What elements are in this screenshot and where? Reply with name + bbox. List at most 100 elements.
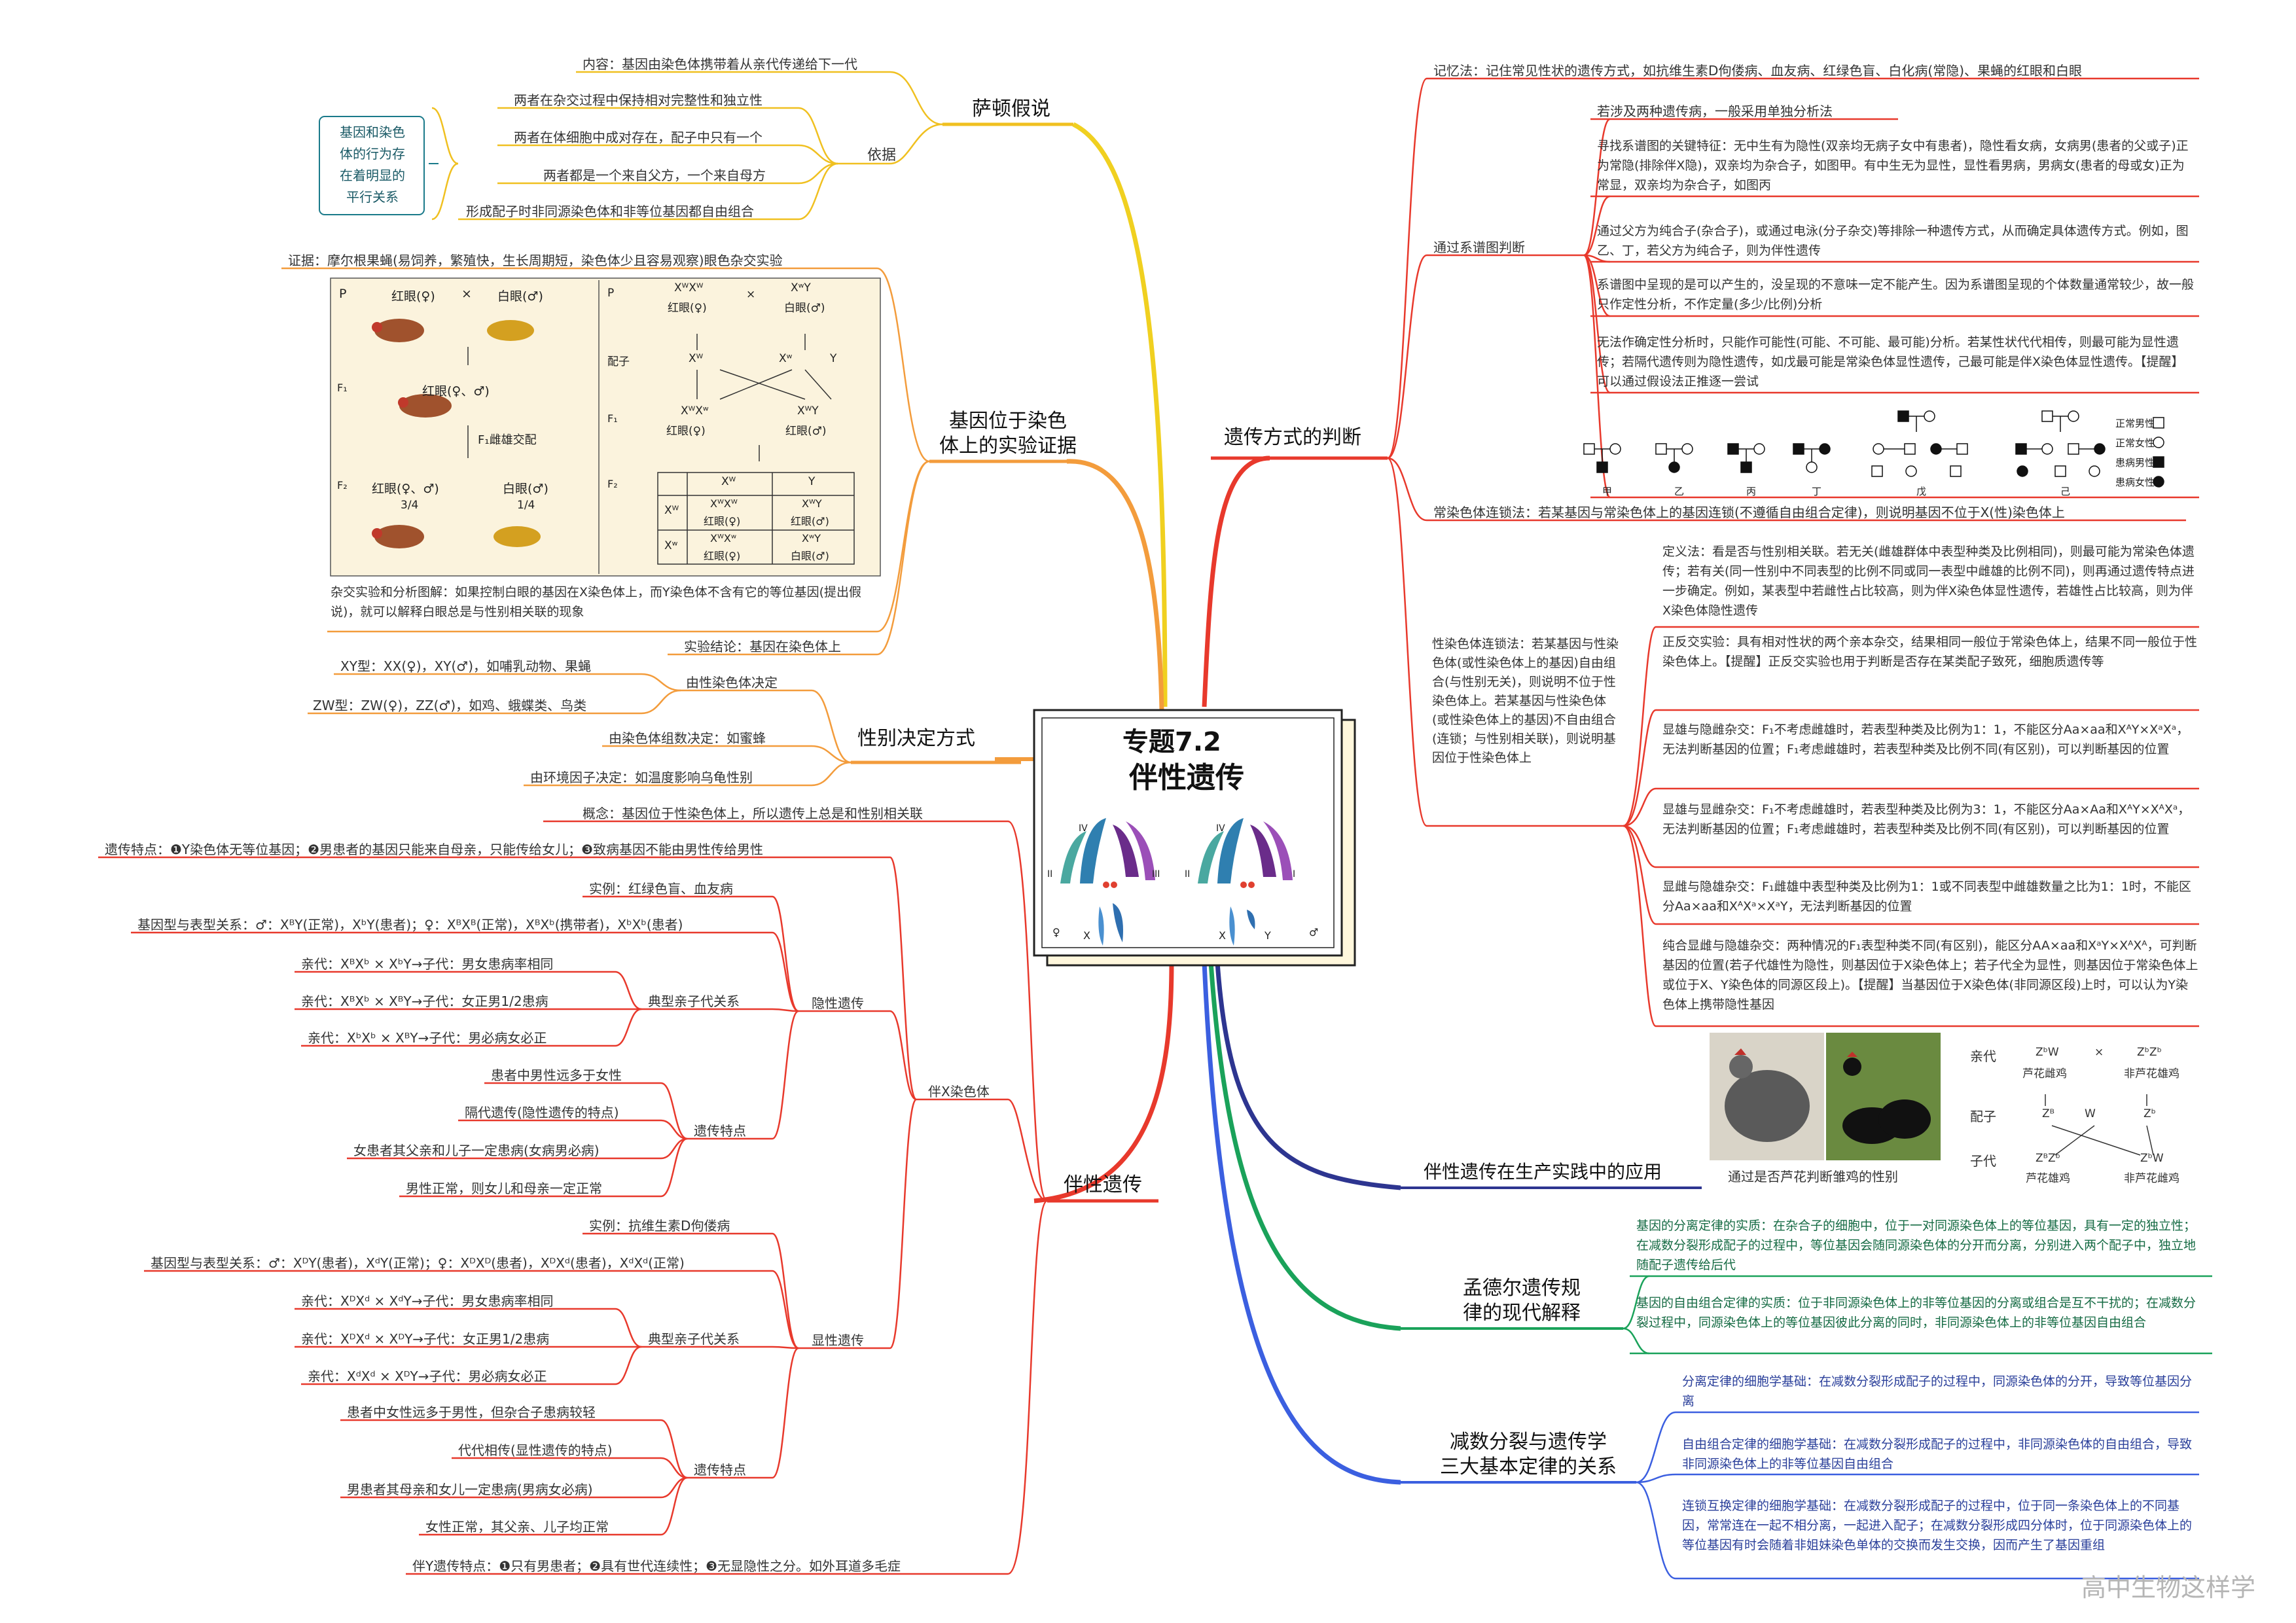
chicken-c2: ZᵇW: [2140, 1152, 2164, 1165]
chromosome-illustration: [1060, 818, 1293, 946]
sexdet-num: 由染色体组数决定：如蜜蜂: [609, 730, 766, 746]
evidence-conclusion: 实验结论：基因在染色体上: [684, 639, 841, 654]
center-title-2: 伴性遗传: [1129, 761, 1244, 794]
chromo-label-iv-2: IV: [1216, 823, 1225, 834]
fig-ratio-34: 3/4: [401, 499, 419, 512]
chromo-label-x1: X: [1083, 929, 1090, 942]
chicken-pm-label: 非芦花雄鸡: [2124, 1067, 2179, 1080]
cell-22: XʷY: [802, 532, 821, 544]
dominant-feature-4: 女性正常，其父亲、儿子均正常: [425, 1519, 609, 1535]
pedigree-rule-1: 若涉及两种遗传病，一般采用单独分析法: [1597, 103, 1833, 119]
cell-12-label: 红眼(♂): [791, 515, 829, 527]
dominant-example: 实例：抗维生素D佝偻病: [589, 1218, 730, 1234]
fig-white-male: 白眼(♂): [497, 289, 543, 304]
judge-pedigree: 通过系谱图判断: [1433, 240, 1525, 255]
cell-12: XᵂY: [802, 497, 822, 510]
dominant-feature-1: 患者中女性远多于男性，但杂合子患病较轻: [347, 1404, 596, 1420]
chicken-gamete: 配子: [1970, 1109, 1996, 1124]
recessive-cross-2: 亲代：XᴮXᵇ × XᴮY→子代：女正男1/2患病: [301, 993, 548, 1009]
evidence-analysis: 杂交实验和分析图解：如果控制白眼的基因在X染色体上，而Y染色体不含有它的等位基因…: [331, 585, 862, 619]
chicken-photos: [1710, 1033, 1941, 1160]
chromo-label-iii: III: [1152, 869, 1160, 880]
chicken-pm: ZᵇZᵇ: [2137, 1046, 2162, 1059]
sutton-basis-3: 两者都是一个来自父方，一个来自母方: [543, 168, 766, 183]
cell-21-label: 红眼(♀): [704, 550, 741, 562]
meiosis-independent: 自由组合定律的细胞学基础：在减数分裂形成配子的过程中，非同源染色体的自由组合，导…: [1682, 1437, 2193, 1471]
fig2-cross: ×: [746, 288, 756, 301]
pedigree-rule-5: 无法作确定性分析时，只能作可能性(可能、不可能、最可能)分析。若某性状代代相传，…: [1597, 335, 2184, 389]
sutton-basis-1: 两者在杂交过程中保持相对完整性和独立性: [514, 92, 762, 108]
sex-rule-2: 正反交实验：具有相对性状的两个亲本杂交，结果相同一般位于常染色体上，结果不同一般…: [1662, 635, 2198, 669]
fig2-g2: Xʷ: [779, 352, 793, 365]
pedigree-label-ji: 己: [2060, 486, 2071, 497]
pedigree-label-yi: 乙: [1674, 486, 1685, 497]
chicken-cross: ×: [2094, 1046, 2104, 1059]
x-linked-title: 伴X染色体: [928, 1084, 990, 1099]
female-symbol: ♀: [1052, 926, 1060, 938]
sex-rule-5: 显雌与隐雄杂交：F₁雌雄中表型种类及比例为1：1或不同表型中雌雄数量之比为1：1…: [1662, 880, 2191, 914]
pedigree-jia: [1583, 443, 1621, 473]
dominant-title: 显性遗传: [812, 1332, 864, 1348]
fig-cross: ×: [461, 287, 472, 301]
center-card: [1033, 709, 1356, 967]
branch-application: 伴性遗传在生产实践中的应用: [1424, 1161, 1662, 1183]
meiosis-segregation: 分离定律的细胞学基础：在减数分裂形成配子的过程中，同源染色体的分开，导致等位基因…: [1682, 1374, 2193, 1408]
table-head-1: Xᵂ: [721, 475, 736, 488]
sex-rule-1: 定义法：看是否与性别相关联。若无关(雌雄群体中表型种类及比例相同)，则最可能为常…: [1662, 544, 2195, 618]
chicken-c2-label: 非芦花雌鸡: [2124, 1172, 2179, 1185]
sexdet-env: 由环境因子决定：如温度影响乌龟性别: [530, 770, 753, 785]
fig2-gamete: 配子: [607, 355, 630, 368]
pedigree-wu: [1871, 410, 1968, 477]
fig2-c1-label: 红眼(♀): [666, 425, 706, 438]
branch-evidence: 基因位于染色体上的实验证据: [939, 410, 1077, 457]
sutton-content: 内容：基因由染色体携带着从亲代传递给下一代: [583, 56, 857, 72]
branch-sex-linked: 伴性遗传: [1064, 1173, 1142, 1196]
fig2-g1: Xᵂ: [689, 352, 704, 365]
chicken-parent: 亲代: [1970, 1048, 1996, 1064]
fig2-pf: XᵂXᵂ: [674, 281, 704, 294]
recessive-example: 实例：红绿色盲、血友病: [589, 881, 733, 897]
fig-f1-red: 红眼(♀、♂): [422, 384, 490, 399]
fig-p: P: [339, 287, 347, 301]
meiosis-linkage: 连锁互换定律的细胞学基础：在减数分裂形成配子的过程中，位于同一条染色体上的不同基…: [1682, 1499, 2193, 1552]
dominant-cross-1: 亲代：XᴰXᵈ × XᵈY→子代：男女患病率相同: [301, 1293, 554, 1309]
evidence-proof: 证据：摩尔根果蝇(易饲养，繁殖快，生长周期短，染色体少且容易观察)眼色杂交实验: [288, 253, 783, 268]
cell-21: XᵂXʷ: [710, 532, 737, 544]
fig-ratio-14: 1/4: [517, 499, 535, 512]
recessive-feature-4: 男性正常，则女儿和母亲一定正常: [406, 1181, 602, 1196]
branch-meiosis: 减数分裂与遗传学三大基本定律的关系: [1440, 1431, 1617, 1478]
pedigree-rule-2: 寻找系谱图的关键特征：无中生有为隐性(双亲均无病子女中有患者)，隐性看女病，女病…: [1597, 139, 2189, 192]
fig2-f2: F₂: [607, 478, 618, 490]
sex-rule-6: 纯合显雌与隐雄杂交：两种情况的F₁表型种类不同(有区别)，能区分AA×aa和Xᵃ…: [1662, 938, 2198, 1012]
recessive-cross-1: 亲代：XᴮXᵇ × XᵇY→子代：男女患病率相同: [301, 956, 554, 972]
recessive-feature-3: 女患者其父亲和儿子一定患病(女病男必病): [353, 1143, 600, 1158]
dominant-feature-2: 代代相传(显性遗传的特点): [458, 1442, 613, 1458]
chromo-label-y: Y: [1265, 929, 1271, 942]
recessive-features: 遗传特点: [694, 1123, 746, 1139]
sexdet-zw: ZW型：ZW(♀)，ZZ(♂)，如鸡、蛾蝶类、鸟类: [313, 698, 587, 713]
parallel-box: 基因和染色体的行为存在着明显的平行关系: [340, 124, 405, 205]
chicken-g1: Zᴮ: [2042, 1107, 2054, 1120]
cell-11: XᵂXᵂ: [710, 497, 738, 510]
cell-22-label: 白眼(♂): [791, 550, 829, 562]
fruit-fly-experiment: [330, 277, 881, 577]
center-title-1: 专题7.2: [1122, 727, 1221, 757]
recessive-typical: 典型亲子代关系: [648, 993, 740, 1009]
recessive-genotype: 基因型与表型关系：♂：XᴮY(正常)，XᵇY(患者)；♀：XᴮXᴮ(正常)，Xᴮ…: [137, 917, 683, 933]
mendel-independent: 基因的自由组合定律的实质：位于非同源染色体上的非等位基因的分离或组合是互不干扰的…: [1636, 1296, 2197, 1330]
dominant-typical: 典型亲子代关系: [648, 1331, 740, 1347]
fig2-c1: XᵂXʷ: [681, 404, 709, 418]
branch-judgement: 遗传方式的判断: [1224, 426, 1361, 449]
fig-f1: F₁: [337, 382, 348, 394]
fig2-c2: XᵂY: [797, 404, 819, 418]
dominant-features: 遗传特点: [694, 1462, 746, 1478]
dominant-genotype: 基因型与表型关系：♂：XᴰY(患者)，XᵈY(正常)；♀：XᴰXᴰ(患者)，Xᴰ…: [151, 1255, 685, 1271]
judge-memory: 记忆法：记住常见性状的遗传方式，如抗维生素D佝偻病、血友病、红绿色盲、白化病(常…: [1433, 63, 2083, 79]
fig2-pf-label: 红眼(♀): [668, 302, 707, 315]
fig2-pm: XʷY: [791, 281, 811, 294]
fig2-pm-label: 白眼(♂): [784, 302, 825, 315]
dominant-cross-2: 亲代：XᴰXᵈ × XᴰY→子代：女正男1/2患病: [301, 1331, 550, 1347]
table-row-1: Xᵂ: [664, 504, 679, 517]
sutton-basis-4: 形成配子时非同源染色体和非等位基因都自由组合: [466, 204, 754, 219]
pedigree-label-jia: 甲: [1602, 486, 1613, 497]
